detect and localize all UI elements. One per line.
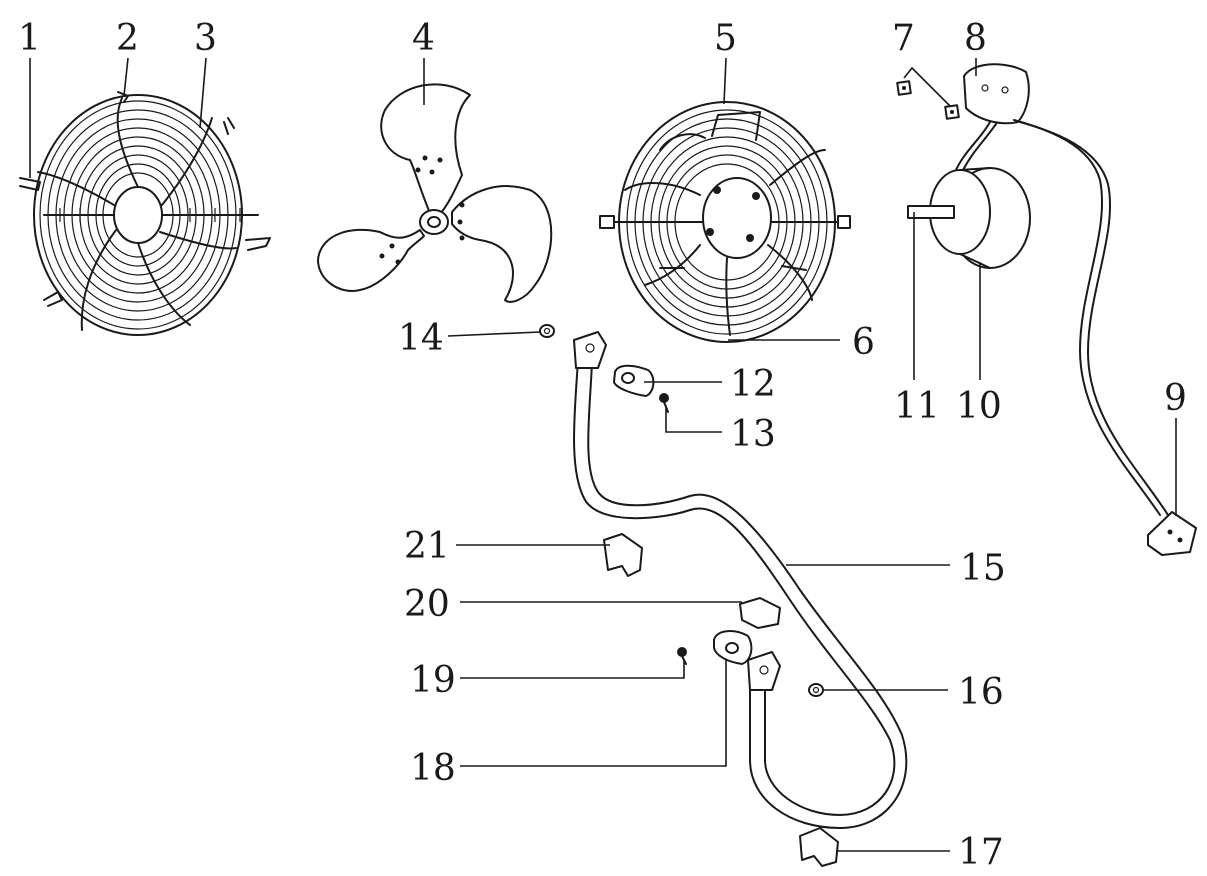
callout-1: 1 [18,18,41,59]
callout-16: 16 [958,672,1004,713]
fan-blade [317,83,553,303]
front-grille [19,91,271,336]
callout-10: 10 [956,386,1002,427]
callout-8: 8 [964,18,987,59]
stand-tube [573,331,908,829]
callout-4: 4 [412,18,435,59]
upper-fasteners [539,324,669,413]
callout-18: 18 [410,748,456,789]
callout-numbers: 1 2 3 4 5 6 7 8 9 10 11 12 13 14 15 16 1… [18,18,1187,873]
motor-assembly [896,63,1197,556]
callout-14: 14 [398,318,444,359]
callout-19: 19 [410,660,456,701]
callout-21: 21 [404,526,450,567]
rear-grille [599,101,851,343]
callout-11: 11 [894,386,940,427]
callout-5: 5 [714,18,737,59]
callout-2: 2 [116,18,139,59]
callout-17: 17 [958,832,1004,873]
callout-3: 3 [194,18,217,59]
callout-13: 13 [730,414,776,455]
callout-15: 15 [960,548,1006,589]
callout-9: 9 [1164,378,1187,419]
callout-12: 12 [730,364,776,405]
callout-6: 6 [852,322,875,363]
lower-fasteners [603,533,839,867]
leader-lines [29,57,1177,852]
callout-20: 20 [404,584,450,625]
callout-7: 7 [892,18,915,59]
